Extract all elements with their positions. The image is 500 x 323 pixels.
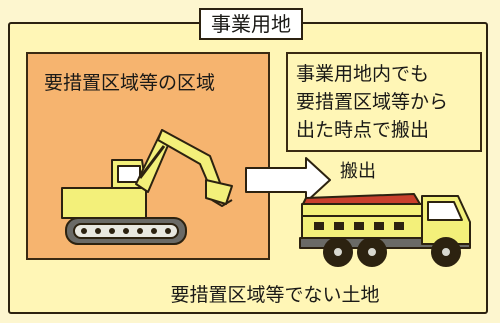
designated-zone-label: 要措置区域等の区域 <box>44 72 216 94</box>
note-line: 出た時点で搬出 <box>296 119 430 141</box>
note-line: 要措置区域等から <box>296 91 449 113</box>
site-title: 事業用地 <box>199 8 303 40</box>
unloading-label: 搬出 <box>340 161 376 182</box>
excavator-icon <box>61 129 233 245</box>
note-box: 事業用地内でも 要措置区域等から 出た時点で搬出 <box>286 52 482 152</box>
arrow-right-icon <box>245 157 331 203</box>
dump-truck-icon <box>299 193 471 267</box>
note-line: 事業用地内でも <box>296 63 430 85</box>
outside-land-label: 要措置区域等でない土地 <box>170 284 380 306</box>
